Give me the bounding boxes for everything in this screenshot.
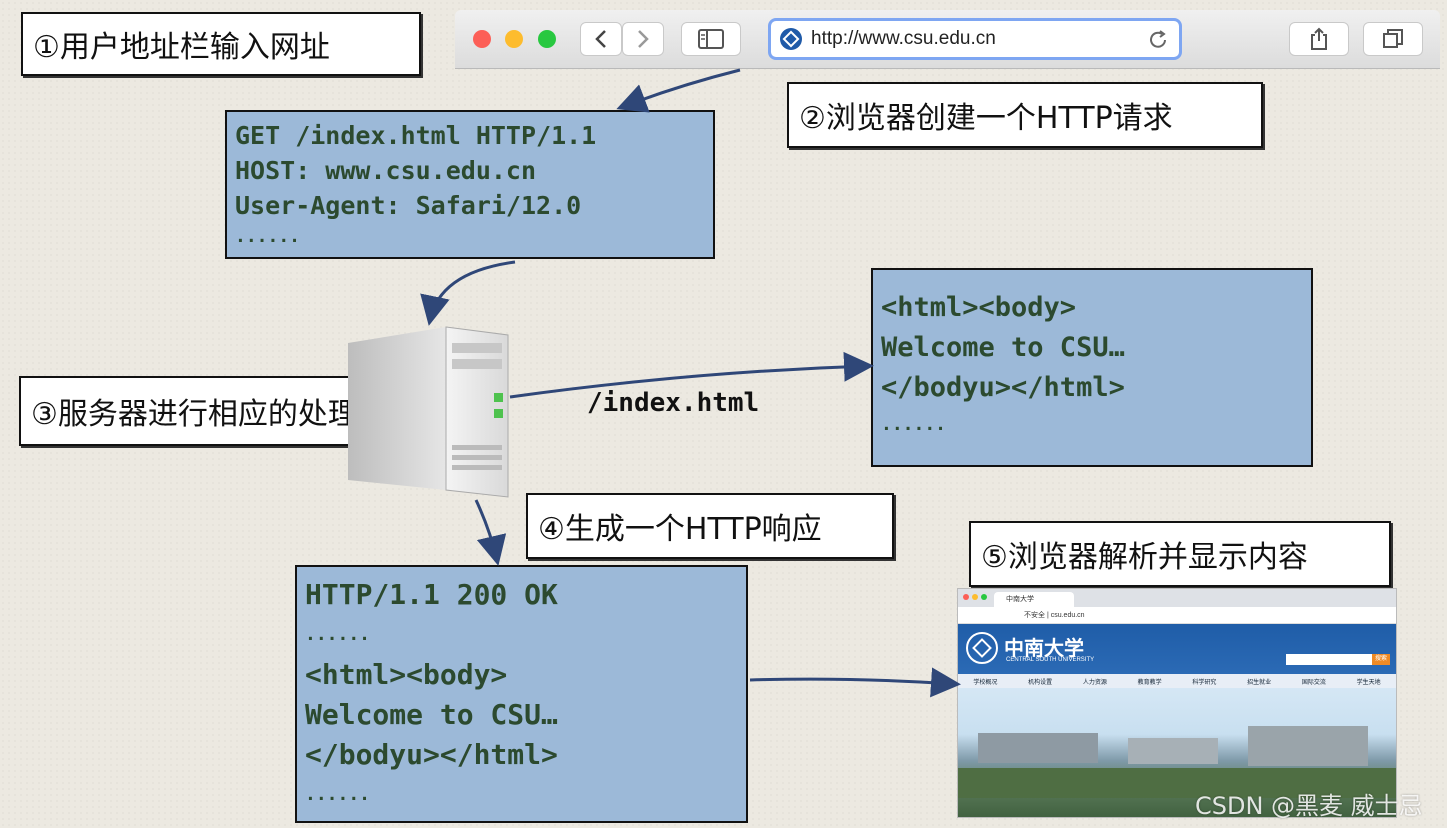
http-response-box: HTTP/1.1 200 OK ...... <html><body> Welc… [295,565,748,823]
mini-site-name-en: CENTRAL SOUTH UNIVERSITY [1006,657,1095,663]
chevron-right-icon [638,30,649,48]
sidebar-button[interactable] [681,22,741,56]
close-window-button[interactable] [473,30,491,48]
file-line-1: <html><body> [881,292,1077,323]
minimize-window-button[interactable] [505,30,523,48]
mini-site-header: 中南大学 CENTRAL SOUTH UNIVERSITY 搜索 [958,624,1396,674]
step1-label: ①用户地址栏输入网址 [21,12,421,76]
step5-label: ⑤浏览器解析并显示内容 [969,521,1391,587]
campus-photo [958,688,1396,817]
tabs-button[interactable] [1363,22,1423,56]
arrow-request-to-server [420,260,516,326]
mini-nav-item: 招生就业 [1247,679,1272,686]
mini-nav-item: 学生天地 [1356,679,1381,686]
html-file-box: <html><body> Welcome to CSU… </bodyu></h… [871,268,1313,467]
mini-search-button: 搜索 [1372,654,1390,665]
chevron-left-icon [595,30,606,48]
mini-nav: 学校概况 机构设置 人力资源 教育教学 科学研究 招生就业 国际交流 学生天地 [958,674,1396,688]
sidebar-icon [698,29,724,49]
server-file-label: /index.html [587,388,760,418]
mini-nav-item: 学校概况 [973,679,998,686]
mini-tab: 中南大学 [994,592,1074,607]
step4-label: ④生成一个HTTP响应 [526,493,894,559]
request-line-2: HOST: www.csu.edu.cn [235,156,537,185]
forward-button[interactable] [622,22,664,56]
mini-tab-bar: 中南大学 [958,589,1396,607]
file-line-2: Welcome to CSU… [881,332,1125,363]
file-line-4: ...... [881,414,947,435]
request-line-3: User-Agent: Safari/12.0 [235,191,582,220]
response-line-2: ...... [305,624,371,645]
url-text: http://www.csu.edu.cn [811,28,996,49]
mini-nav-item: 人力资源 [1082,679,1107,686]
rendered-page-screenshot: 中南大学 不安全 | csu.edu.cn 中南大学 CENTRAL SOUTH… [957,588,1397,818]
address-bar[interactable]: http://www.csu.edu.cn [768,18,1182,60]
mini-address-text: 不安全 | csu.edu.cn [1024,612,1085,619]
arrow-response-to-browser [749,667,961,698]
http-request-box: GET /index.html HTTP/1.1 HOST: www.csu.e… [225,110,715,259]
mini-address-bar: 不安全 | csu.edu.cn [958,607,1396,624]
response-line-1: HTTP/1.1 200 OK [305,578,558,611]
zoom-window-button[interactable] [538,30,556,48]
file-line-3: </bodyu></html> [881,372,1125,403]
site-favicon-icon [780,28,802,50]
mini-nav-item: 机构设置 [1028,679,1053,686]
response-line-4: Welcome to CSU… [305,698,558,731]
safari-toolbar: http://www.csu.edu.cn [455,10,1440,69]
csu-logo-icon [966,632,998,664]
tabs-icon [1383,29,1403,48]
back-button[interactable] [580,22,622,56]
server-icon [348,326,509,498]
arrow-server-to-file [509,351,874,399]
request-line-1: GET /index.html HTTP/1.1 [235,121,597,150]
share-button[interactable] [1289,22,1349,56]
mini-nav-item: 科学研究 [1192,679,1217,686]
request-line-4: ...... [235,226,301,247]
share-icon [1311,27,1327,50]
step2-label: ②浏览器创建一个HTTP请求 [787,82,1263,148]
arrow-server-to-response [474,499,507,566]
watermark: CSDN @黑麦 威士忌 [1195,792,1423,820]
mini-site-name: 中南大学 [1004,638,1084,660]
response-line-6: ...... [305,784,371,805]
response-line-3: <html><body> [305,658,508,691]
mini-nav-item: 教育教学 [1137,679,1162,686]
mini-nav-item: 国际交流 [1301,679,1326,686]
arrow-url-to-request [616,68,741,113]
reload-icon[interactable] [1147,29,1169,51]
response-line-5: </bodyu></html> [305,738,558,771]
